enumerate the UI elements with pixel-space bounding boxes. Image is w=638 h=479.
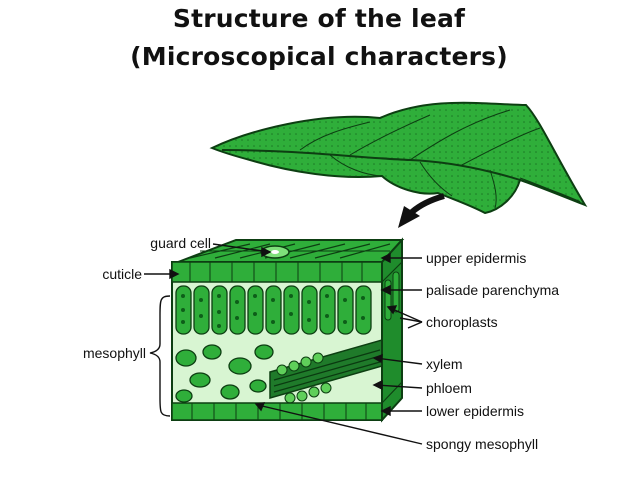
label-upper-epidermis: upper epidermis [426, 250, 526, 266]
label-cuticle: cuticle [102, 266, 142, 282]
leaf-cross-section [171, 237, 405, 423]
slide-title-line2: (Microscopical characters) [130, 42, 508, 71]
slide-title-line1: Structure of the leaf [172, 4, 466, 33]
diagram-labels: guard cell cuticle mesophyll upper epide… [83, 235, 559, 452]
left-leaders [144, 243, 272, 417]
label-palisade-parenchyma: palisade parenchyma [426, 282, 559, 298]
label-mesophyll: mesophyll [83, 345, 146, 361]
zoom-arrow [398, 193, 445, 228]
whole-leaf [209, 101, 588, 215]
label-xylem: xylem [426, 356, 463, 372]
label-spongy-mesophyll: spongy mesophyll [426, 436, 538, 452]
right-leaders [254, 252, 423, 445]
label-choroplasts: choroplasts [426, 314, 498, 330]
label-guard-cell: guard cell [150, 235, 211, 251]
label-phloem: phloem [426, 380, 472, 396]
label-lower-epidermis: lower epidermis [426, 403, 524, 419]
